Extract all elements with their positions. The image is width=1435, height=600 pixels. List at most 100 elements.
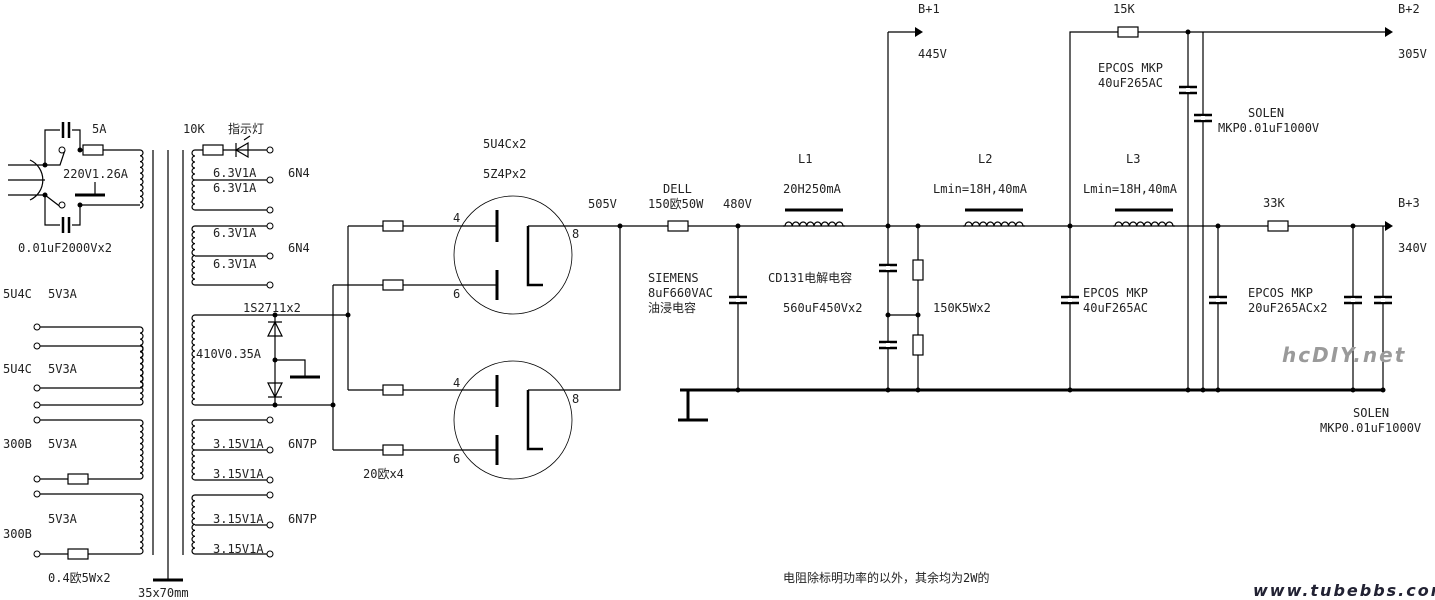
junction-dot xyxy=(345,312,351,318)
resistor-15k xyxy=(1117,26,1139,38)
resistor-label: 15K xyxy=(1113,2,1135,16)
note-text: 电阻除标明功率的以外，其余均为2W的 xyxy=(783,570,989,585)
terminal xyxy=(33,401,41,409)
capacitor xyxy=(1061,295,1079,305)
filament-resistor xyxy=(67,473,89,485)
capacitor-label: 560uF450Vx2 xyxy=(783,301,862,315)
resistor-label: 150欧50W xyxy=(648,197,704,211)
voltage-label: 505V xyxy=(588,197,617,211)
voltage-label: 305V xyxy=(1398,47,1427,61)
diode-icon xyxy=(267,320,283,399)
capacitor-label: SOLEN xyxy=(1353,406,1389,420)
plate-resistor xyxy=(382,279,404,291)
heater-label: 6.3V1A xyxy=(213,226,257,240)
tube-label: 300B xyxy=(3,437,32,451)
diode-label: 1S2711x2 xyxy=(243,301,301,315)
heater-label: 3.15V1A xyxy=(213,512,264,526)
wires xyxy=(8,27,1393,582)
junction-dot xyxy=(1200,387,1206,393)
coils-caps-nodes xyxy=(33,29,1392,558)
terminal xyxy=(33,550,41,558)
tube-label: 6N4 xyxy=(288,166,310,180)
pin-label: 4 xyxy=(453,376,460,390)
bleeder-resistor xyxy=(912,334,924,356)
junction-dot xyxy=(1067,223,1073,229)
junction-dot xyxy=(1215,387,1221,393)
capacitor xyxy=(879,340,897,350)
junction-dot xyxy=(735,387,741,393)
junction-dot xyxy=(1067,387,1073,393)
winding-coil xyxy=(139,493,144,555)
capacitor xyxy=(879,263,897,273)
junction-dot xyxy=(1215,223,1221,229)
junction-dot xyxy=(617,223,623,229)
inductor-coil xyxy=(1114,221,1174,227)
winding-coil xyxy=(191,149,196,211)
labels: 5A 220V1.26A 0.01uF2000Vx2 10K 指示灯 6.3V1… xyxy=(3,2,1435,600)
capacitor-gap xyxy=(1186,88,1190,92)
resistor-label: 150K5Wx2 xyxy=(933,301,991,315)
junction-dot xyxy=(1185,387,1191,393)
output-label: B+1 xyxy=(918,2,940,16)
pin-label: 4 xyxy=(453,211,460,225)
logo-watermark: hcDIY.net xyxy=(1282,343,1406,367)
capacitor xyxy=(1209,295,1227,305)
capacitor-label: MKP0.01uF1000V xyxy=(1218,121,1319,135)
fuse xyxy=(82,144,104,156)
capacitor-label: SOLEN xyxy=(1248,106,1284,120)
terminal xyxy=(266,446,274,454)
terminal xyxy=(266,146,274,154)
inductor-label: Lmin=18H,40mA xyxy=(933,182,1028,196)
hv-winding-label: 410V0.35A xyxy=(196,347,262,361)
capacitor-label: 40uF265AC xyxy=(1098,76,1163,90)
capacitor-gap xyxy=(886,343,890,347)
terminal xyxy=(266,416,274,424)
plate-resistor xyxy=(382,384,404,396)
capacitor xyxy=(1179,85,1197,95)
junction-dot xyxy=(915,312,921,318)
capacitor-gap xyxy=(1216,298,1220,302)
primary-label: 220V1.26A xyxy=(63,167,129,181)
filament-label: 5V3A xyxy=(48,287,78,301)
junction-dot xyxy=(735,223,741,229)
capacitor-gap xyxy=(1351,298,1355,302)
fuse-label: 5A xyxy=(92,122,107,136)
junction-dot xyxy=(77,147,83,153)
heater-label: 3.15V1A xyxy=(213,437,264,451)
resistor-label: DELL xyxy=(663,182,692,196)
junction-dot xyxy=(42,192,48,198)
tube-cathode xyxy=(526,226,543,451)
pin-label: 8 xyxy=(572,227,579,241)
capacitor xyxy=(1374,295,1392,305)
inductor-label: L3 xyxy=(1126,152,1140,166)
capacitor-label: EPCOS MKP xyxy=(1248,286,1313,300)
terminal xyxy=(33,323,41,331)
tube-label: 6N7P xyxy=(288,437,317,451)
junction-dot xyxy=(1350,387,1356,393)
heater-label: 3.15V1A xyxy=(213,542,264,556)
winding-coil xyxy=(139,149,144,209)
rectifier-label: 5U4Cx2 xyxy=(483,137,526,151)
core-size-label: 35x70mm xyxy=(138,586,189,600)
terminal xyxy=(58,201,66,209)
inductor-coil xyxy=(964,221,1024,227)
capacitor-gap xyxy=(736,298,740,302)
terminal xyxy=(266,252,274,260)
junction-dot xyxy=(1380,387,1386,393)
capacitor-gap xyxy=(1381,298,1385,302)
capacitor-gap xyxy=(886,266,890,270)
capacitor-label: CD131电解电容 xyxy=(768,270,852,285)
rectifier-tube xyxy=(453,195,573,315)
terminal xyxy=(58,146,66,154)
tube-label: 5U4C xyxy=(3,362,32,376)
bleeder-resistor xyxy=(912,259,924,281)
terminal xyxy=(266,521,274,529)
filament-resistor xyxy=(67,548,89,560)
junction-dot xyxy=(885,312,891,318)
filament-label: 5V3A xyxy=(48,437,78,451)
winding-coil xyxy=(191,225,196,286)
inductor-label: Lmin=18H,40mA xyxy=(1083,182,1178,196)
terminal xyxy=(33,475,41,483)
terminal xyxy=(266,206,274,214)
